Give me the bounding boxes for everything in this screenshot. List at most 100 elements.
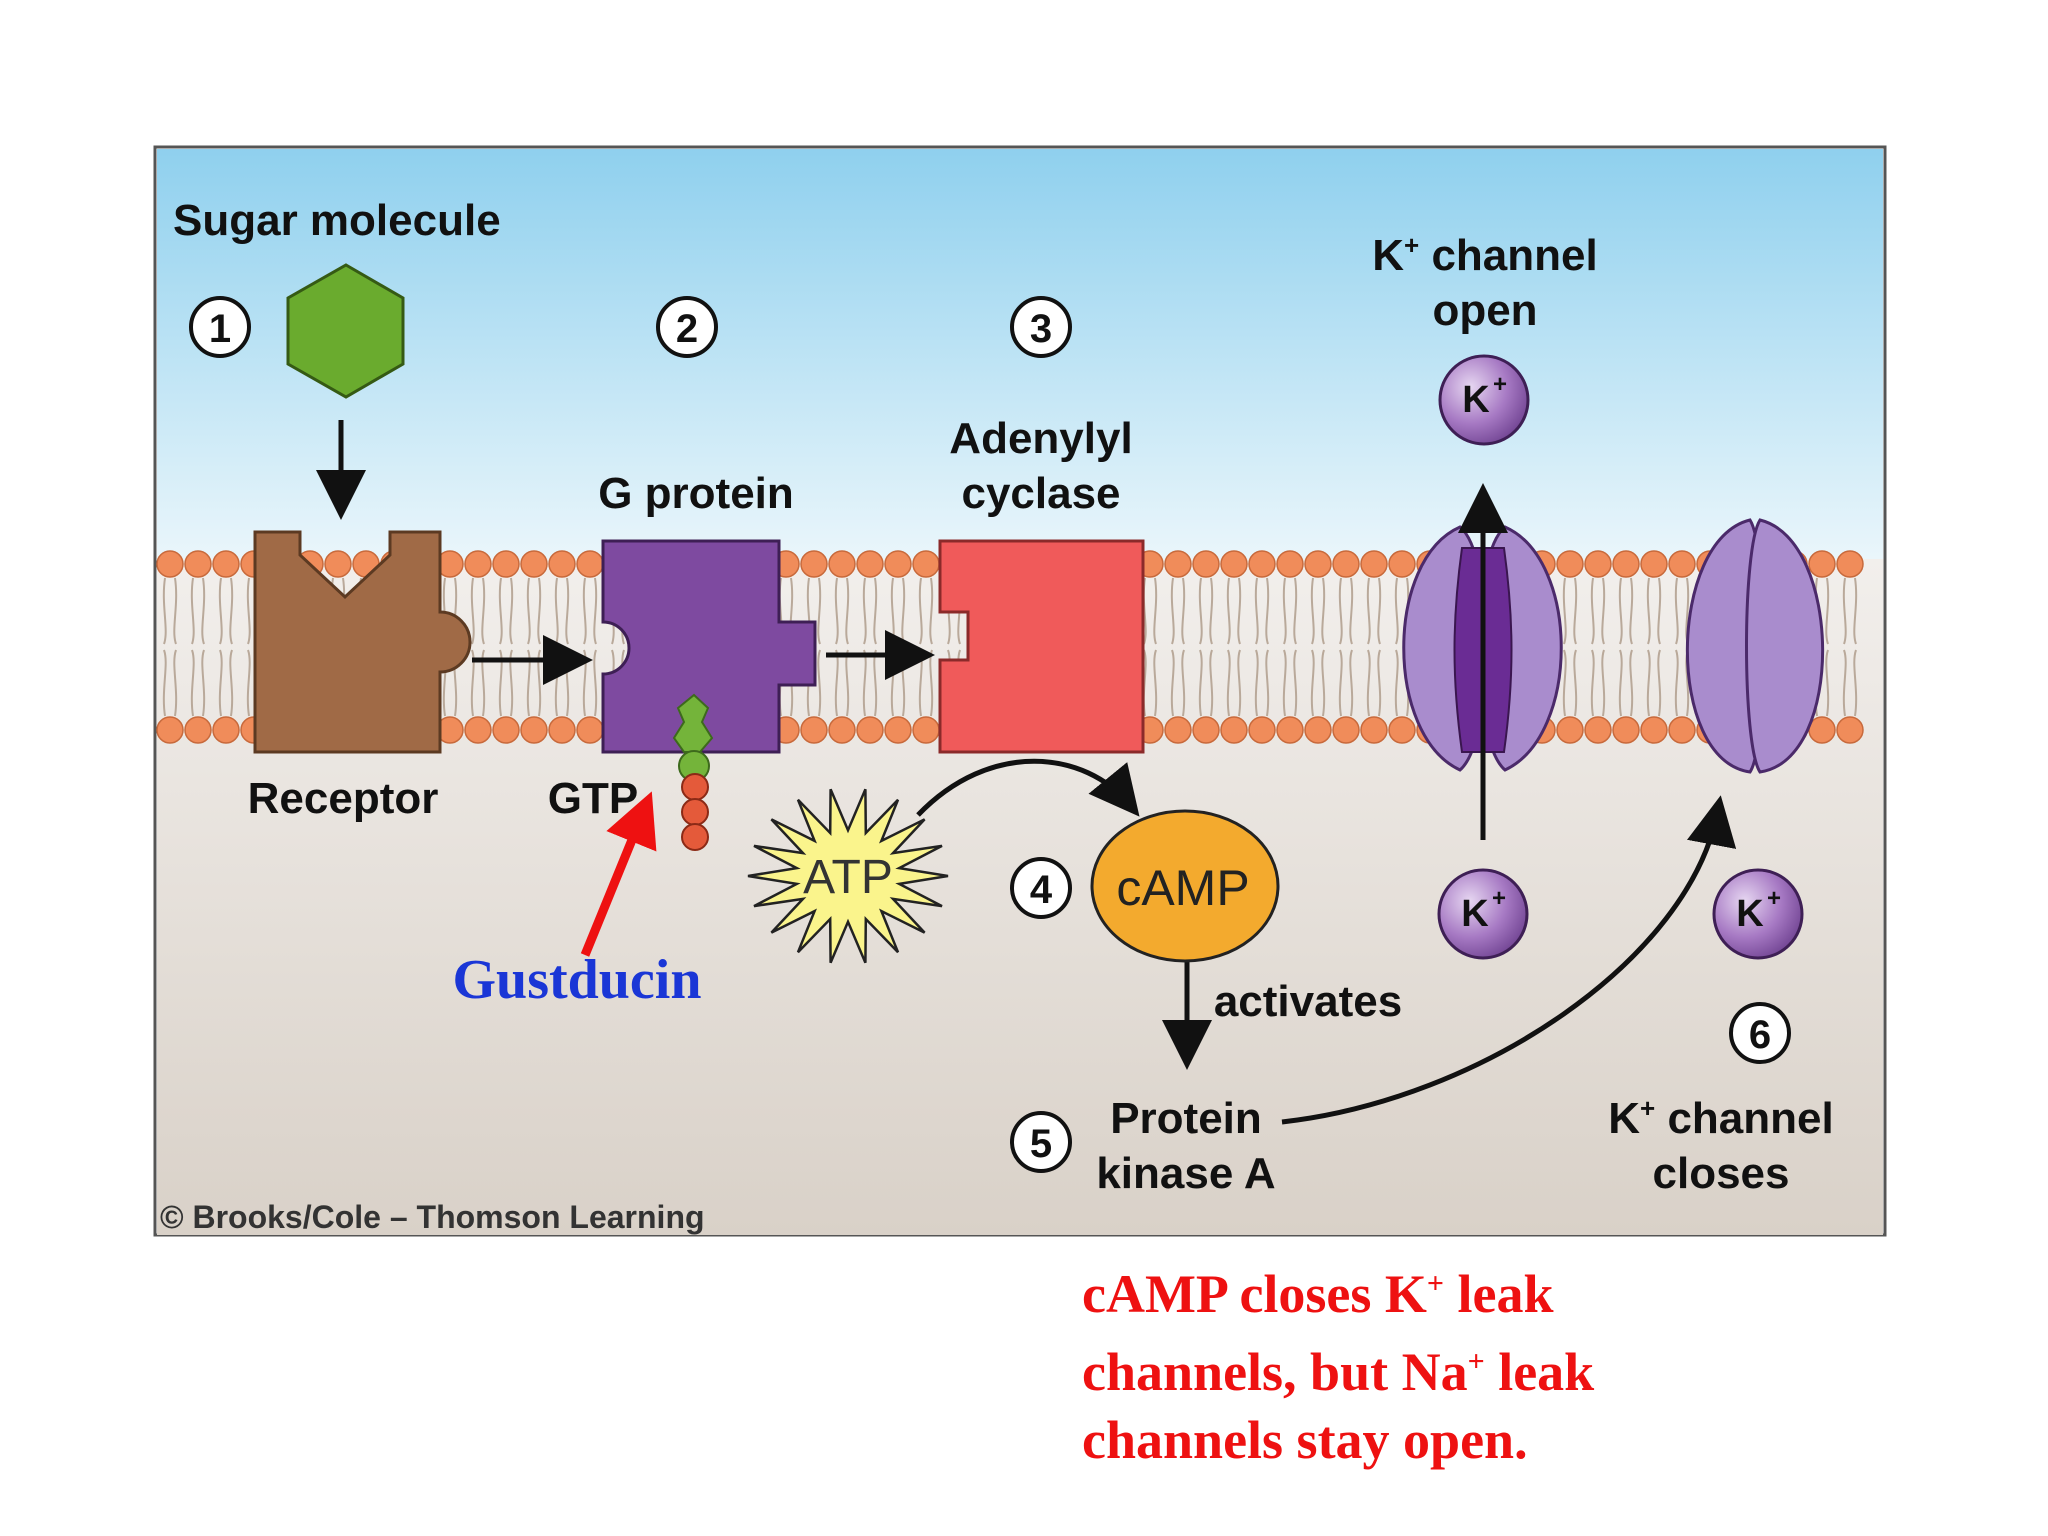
lipid-tail: [1142, 577, 1158, 717]
lipid-head: [912, 716, 940, 744]
k-channel-closes-label-line1: K+ channel: [1608, 1093, 1833, 1143]
lipid-head: [576, 716, 604, 744]
adenylyl-cyclase: [938, 539, 1145, 754]
lipid-tail: [582, 577, 598, 717]
ion-charge: +: [1493, 371, 1507, 398]
gustducin-label: Gustducin: [453, 949, 702, 1011]
step-1: 1: [209, 307, 231, 351]
receptor-protein: [253, 530, 472, 754]
lipid-head: [1248, 550, 1276, 578]
lipid-head: [1360, 550, 1388, 578]
k-channel-closed: [1685, 518, 1825, 774]
lipid-head: [1360, 716, 1388, 744]
atp-burst: [747, 788, 949, 964]
lipid-head: [1192, 716, 1220, 744]
lipid-tail: [190, 577, 206, 717]
lipid-tail: [1282, 577, 1298, 717]
step-markers: 1 2 3 4 5 6: [189, 296, 1791, 1173]
k-ion-right: K +: [1712, 868, 1804, 960]
ion-charge: +: [1767, 885, 1781, 912]
lipid-head: [1836, 716, 1864, 744]
lipid-head: [1668, 550, 1696, 578]
lipid-head: [884, 716, 912, 744]
lipid-tail: [1226, 577, 1242, 717]
step-3: 3: [1030, 307, 1052, 351]
note-line-3: channels stay open.: [1082, 1410, 1528, 1470]
lipid-head: [884, 550, 912, 578]
lipid-head: [828, 716, 856, 744]
lipid-tail: [1590, 577, 1606, 717]
lipid-head: [576, 550, 604, 578]
g-protein-label: G protein: [598, 469, 794, 518]
lipid-head: [1332, 716, 1360, 744]
lipid-head: [1584, 550, 1612, 578]
lipid-head: [212, 716, 240, 744]
lipid-head: [520, 716, 548, 744]
lipid-head: [184, 716, 212, 744]
lipid-head: [1612, 550, 1640, 578]
lipid-head: [1220, 550, 1248, 578]
adenylyl-cyclase-label-line2: cyclase: [961, 469, 1120, 518]
adenylyl-cyclase-label-line1: Adenylyl: [949, 414, 1132, 463]
receptor-label: Receptor: [248, 774, 439, 823]
lipid-head: [1332, 550, 1360, 578]
lipid-tail: [1338, 577, 1354, 717]
lipid-head: [464, 716, 492, 744]
lipid-tail: [1198, 577, 1214, 717]
lipid-head: [492, 550, 520, 578]
lipid-head: [212, 550, 240, 578]
k-ion-top: K +: [1438, 354, 1530, 446]
lipid-head: [1612, 716, 1640, 744]
lipid-tail: [778, 577, 794, 717]
lipid-head: [520, 550, 548, 578]
camp-note: cAMP closes K+ leak channels, but Na+ le…: [1082, 1250, 1982, 1474]
lipid-head: [324, 550, 352, 578]
lipid-head: [1556, 550, 1584, 578]
ion-label: K: [1462, 379, 1490, 421]
camp-label: cAMP: [1116, 860, 1249, 916]
lipid-head: [1640, 716, 1668, 744]
k-channel-open-label-line1: K+ channel: [1372, 230, 1597, 280]
copyright-credit: © Brooks/Cole – Thomson Learning: [160, 1199, 705, 1235]
lipid-tail: [1842, 577, 1858, 717]
lipid-tail: [918, 577, 934, 717]
lipid-head: [856, 550, 884, 578]
lipid-head: [1164, 716, 1192, 744]
lipid-tail: [1618, 577, 1634, 717]
step-6: 6: [1749, 1013, 1771, 1057]
lipid-head: [548, 716, 576, 744]
lipid-tail: [1254, 577, 1270, 717]
lipid-head: [1836, 550, 1864, 578]
lipid-head: [156, 550, 184, 578]
lipid-head: [464, 550, 492, 578]
lipid-tail: [1366, 577, 1382, 717]
gustducin-pointer-arrow: [580, 791, 657, 957]
lipid-head: [184, 550, 212, 578]
atp-to-camp-arrow: [916, 758, 1140, 817]
extracellular-region: [157, 149, 1883, 559]
protein-kinase-label-line2: kinase A: [1096, 1149, 1275, 1198]
lipid-head: [1668, 716, 1696, 744]
lipid-head: [1276, 716, 1304, 744]
lipid-head: [1556, 716, 1584, 744]
pka-to-channel-arrow: [1281, 795, 1737, 1125]
lipid-head: [828, 550, 856, 578]
lipid-tail: [218, 577, 234, 717]
lipid-tail: [1646, 577, 1662, 717]
k-ion-mid: K +: [1437, 868, 1529, 960]
lipid-head: [1388, 550, 1416, 578]
k-channel-closes-label-line2: closes: [1653, 1149, 1790, 1198]
lipid-head: [800, 716, 828, 744]
lipid-head: [1808, 550, 1836, 578]
lipid-head: [492, 716, 520, 744]
lipid-tail: [1562, 577, 1578, 717]
lipid-head: [856, 716, 884, 744]
lipid-tail: [890, 577, 906, 717]
atp-label: ATP: [803, 851, 893, 904]
lipid-head: [800, 550, 828, 578]
ion-charge: +: [1492, 885, 1506, 912]
lipid-tail: [1170, 577, 1186, 717]
lipid-head: [1220, 716, 1248, 744]
lipid-tail: [862, 577, 878, 717]
